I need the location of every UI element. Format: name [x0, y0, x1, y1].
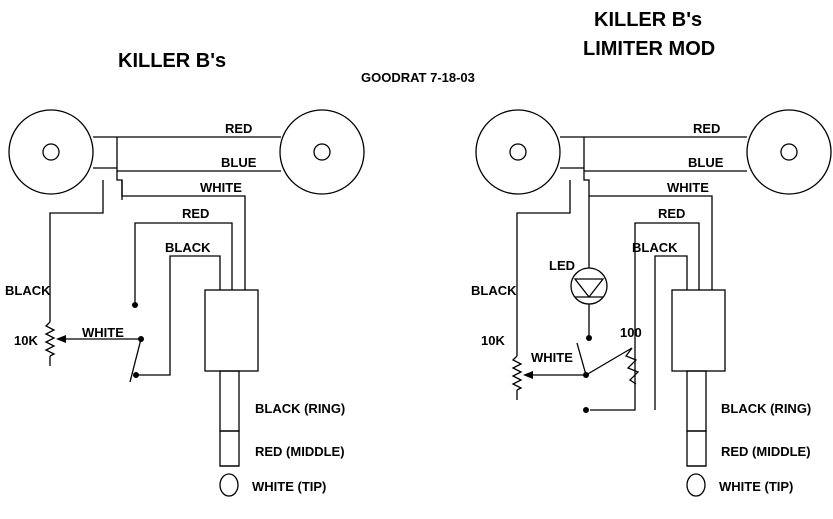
right-red-wire-label: RED — [693, 121, 720, 136]
left-jack-tip-label: WHITE (TIP) — [252, 479, 326, 494]
right-blue-wire-label: BLUE — [688, 155, 724, 170]
author-date-label: GOODRAT 7-18-03 — [361, 70, 475, 85]
right-pot-black-label: BLACK — [471, 283, 517, 298]
right-jack-tip-label: WHITE (TIP) — [719, 479, 793, 494]
left-blue-wire-label: BLUE — [221, 155, 257, 170]
left-pot-value-label: 10K — [14, 333, 38, 348]
left-diagram-title: KILLER B's — [118, 50, 226, 72]
right-led-label: LED — [549, 258, 575, 273]
right-switch — [576, 335, 592, 413]
left-jack-middle-label: RED (MIDDLE) — [255, 444, 345, 459]
right-pot-10k — [511, 355, 586, 391]
left-switch — [129, 302, 144, 383]
left-pot-black-label: BLACK — [5, 283, 51, 298]
left-earcup-left — [8, 109, 94, 195]
right-cable-wires — [516, 136, 747, 411]
left-red-wire-label: RED — [225, 121, 252, 136]
right-jack-plug — [671, 289, 726, 497]
right-diagram-title-line2: LIMITER MOD — [583, 38, 715, 60]
left-jack-plug — [204, 289, 259, 497]
right-switch-red-label: RED — [658, 206, 685, 221]
right-led — [570, 267, 608, 305]
left-pot-10k — [44, 321, 141, 357]
right-diagram: RED BLUE WHITE RED BLACK LED BLACK 10K W… — [471, 109, 832, 497]
right-earcup-left — [475, 109, 561, 195]
right-pot-value-label: 10K — [481, 333, 505, 348]
right-diagram-title-line1: KILLER B's — [594, 9, 702, 31]
left-pot-white-label: WHITE — [82, 325, 124, 340]
left-jack-ring-label: BLACK (RING) — [255, 401, 345, 416]
right-jack-middle-label: RED (MIDDLE) — [721, 444, 811, 459]
left-cable-wires — [49, 136, 281, 376]
right-white-wire-label: WHITE — [667, 180, 709, 195]
left-diagram: RED BLUE WHITE RED BLACK BLACK 10K WHITE — [5, 109, 365, 497]
left-switch-black-label: BLACK — [165, 240, 211, 255]
right-pot-white-label: WHITE — [531, 350, 573, 365]
left-white-wire-label: WHITE — [200, 180, 242, 195]
left-earcup-right — [279, 109, 365, 195]
right-resistor-value-label: 100 — [620, 325, 642, 340]
right-switch-black-label: BLACK — [632, 240, 678, 255]
right-jack-ring-label: BLACK (RING) — [721, 401, 811, 416]
right-resistor-100 — [585, 347, 640, 385]
right-earcup-right — [746, 109, 832, 195]
left-switch-red-label: RED — [182, 206, 209, 221]
